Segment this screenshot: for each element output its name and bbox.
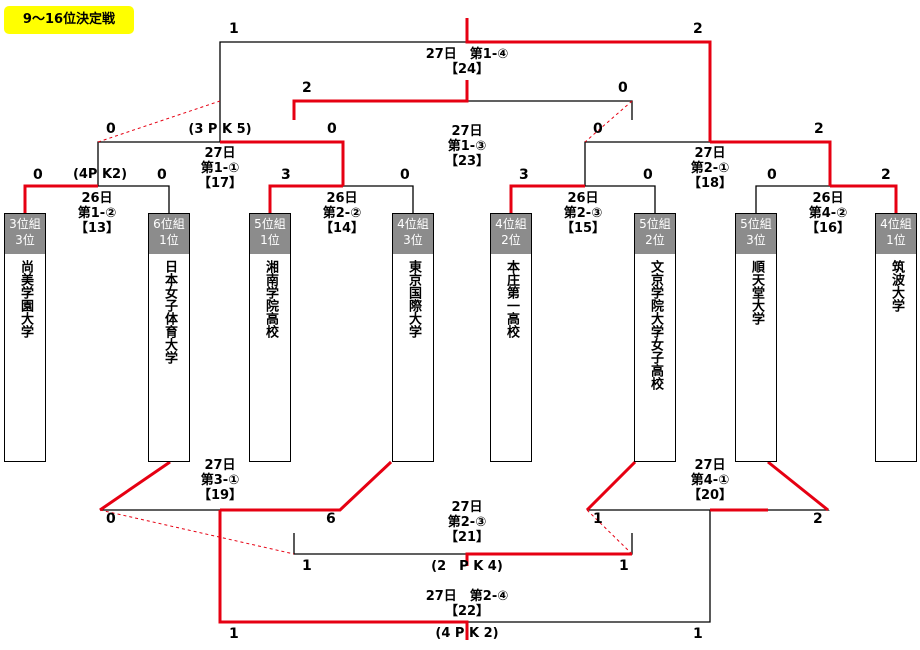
winner-path-m15	[509, 184, 585, 213]
dashed-links	[97, 100, 633, 555]
score: 1	[593, 511, 603, 527]
team-name: 湘南学院高校	[263, 260, 278, 338]
score: 2	[813, 511, 823, 527]
pk-note-22: (4 P K 2)	[435, 626, 499, 641]
winner-path-m23	[292, 80, 469, 120]
score: 2	[814, 121, 824, 137]
match-label-20: 27日第4-①【20】	[687, 458, 733, 503]
bracket-line-m21	[293, 533, 633, 555]
match-label-15: 26日第2-③【15】	[560, 191, 606, 236]
dashed-link-bottom-right	[586, 509, 633, 555]
winner-path-m20	[585, 460, 829, 512]
score: 0	[400, 167, 410, 183]
winner-path-m24	[465, 18, 712, 142]
team-name: 本庄第一高校	[504, 260, 519, 338]
match-label-23: 27日第1-③【23】	[444, 124, 490, 169]
score: 0	[106, 511, 116, 527]
pk-note-21: (2 P K 4)	[431, 559, 503, 574]
match-label-14: 26日第2-②【14】	[319, 191, 365, 236]
match-label-17: 27日第1-①【17】	[197, 146, 243, 191]
winner-path-m18	[710, 140, 832, 186]
winner-path-m19	[99, 460, 393, 512]
score: 1	[302, 558, 312, 574]
winner-path-m22	[218, 510, 469, 640]
score: 1	[229, 626, 239, 642]
team-name: 尚美学園大学	[18, 260, 33, 338]
score: 0	[767, 167, 777, 183]
match-label-18: 27日第2-①【18】	[687, 146, 733, 191]
score: 0	[618, 80, 628, 96]
bracket-line-m23	[293, 100, 633, 120]
team-name: 順天堂大学	[749, 260, 764, 325]
score: 0	[643, 167, 653, 183]
winner-path-m16	[830, 184, 898, 213]
team-name: 筑波大学	[889, 260, 904, 312]
dashed-link-top-right	[584, 100, 633, 143]
winner-path-m17	[220, 140, 345, 186]
score: 1	[619, 558, 629, 574]
score: 1	[693, 626, 703, 642]
match-label-13: 26日第1-②【13】	[74, 191, 120, 236]
score: 2	[302, 80, 312, 96]
match-label-21: 27日第2-③【21】	[444, 500, 490, 545]
score: 2	[693, 21, 703, 37]
match-label-19: 27日第3-①【19】	[197, 458, 243, 503]
match-label-22: 27日 第2-④【22】	[425, 589, 509, 619]
team-name: 日本女子体育大学	[162, 260, 177, 364]
winner-path-m13	[23, 184, 98, 213]
winner-paths	[23, 18, 898, 640]
score: 2	[881, 167, 891, 183]
dashed-link-bottom-left	[99, 509, 295, 555]
team-name: 東京国際大学	[406, 260, 421, 338]
score: 6	[326, 511, 336, 527]
pk-note-13: (4P K2)	[72, 167, 128, 182]
score: 0	[327, 121, 337, 137]
page-title: 9～16位決定戦	[4, 6, 134, 34]
score: 0	[593, 121, 603, 137]
match-label-24: 27日 第1-④【24】	[425, 47, 509, 77]
score: 3	[519, 167, 529, 183]
score: 0	[106, 121, 116, 137]
winner-path-m14	[268, 184, 343, 213]
score: 0	[157, 167, 167, 183]
winner-path-m21	[465, 552, 632, 566]
score: 1	[229, 21, 239, 37]
score: 0	[33, 167, 43, 183]
score: 3	[281, 167, 291, 183]
team-name: 文京学院大学女子高校	[648, 260, 663, 390]
match-label-16: 26日第4-②【16】	[805, 191, 851, 236]
pk-note-17: (3 P K 5)	[188, 122, 252, 137]
